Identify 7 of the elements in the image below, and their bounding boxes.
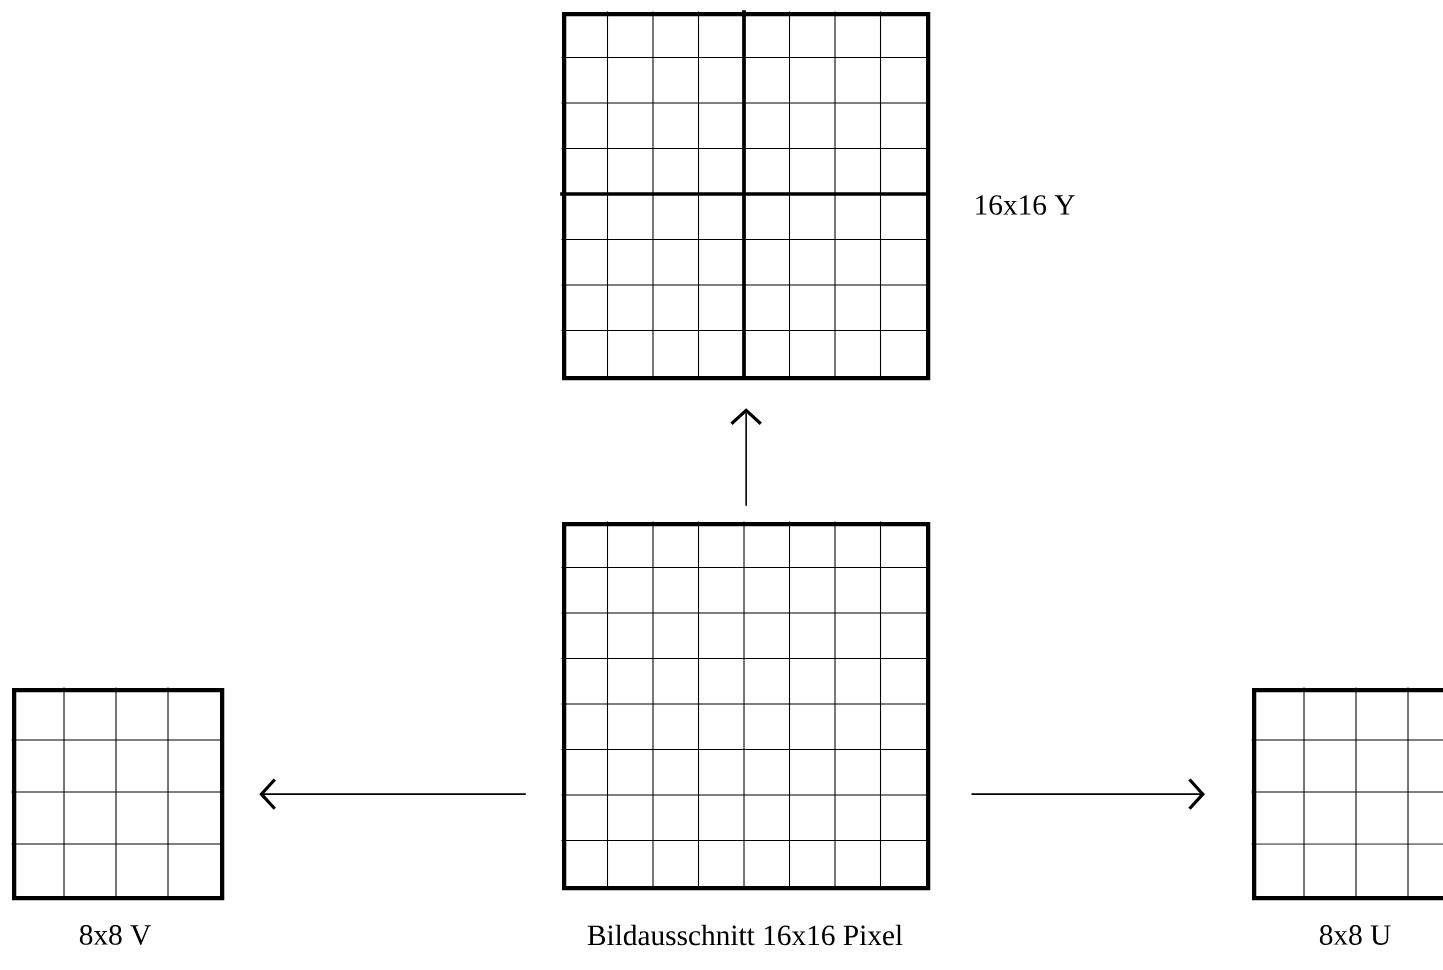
arrow [259, 778, 526, 810]
grid-label: 16x16 Y [976, 195, 1075, 215]
grid-label: 8x8 V [79, 925, 151, 945]
arrow [971, 778, 1205, 810]
grid-label: Bildausschnitt 16x16 Pixel [587, 924, 903, 946]
arrow [730, 408, 762, 506]
grid-label: 8x8 U [1319, 925, 1391, 945]
